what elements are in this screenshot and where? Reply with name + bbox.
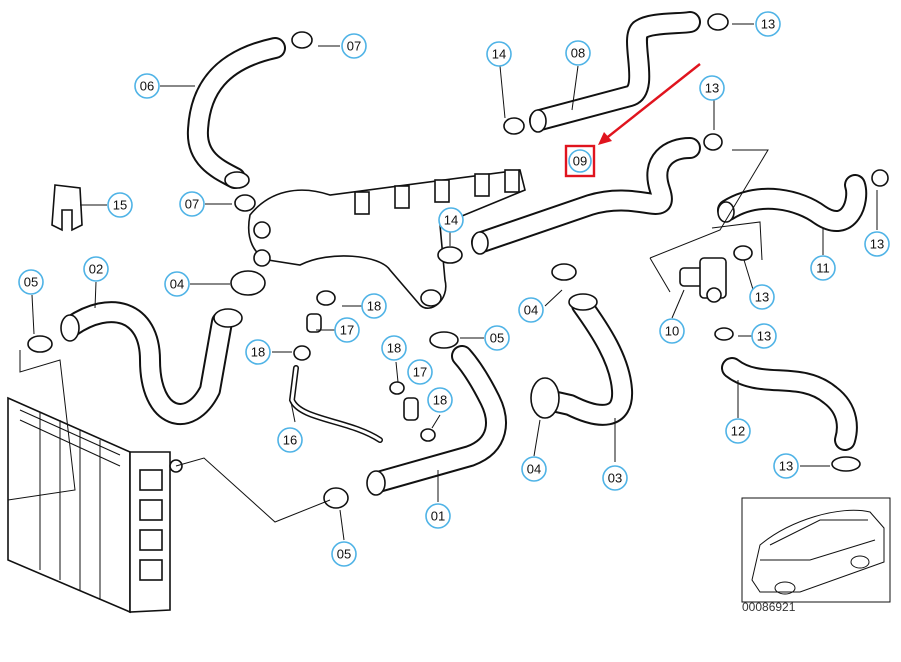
callout-13-upper: 13 [699, 75, 725, 101]
callout-16: 16 [277, 427, 303, 453]
svg-text:11: 11 [816, 261, 830, 276]
svg-text:04: 04 [170, 277, 184, 292]
svg-text:13: 13 [705, 81, 719, 96]
hose-11 [717, 174, 868, 232]
hose-16 [288, 365, 383, 443]
callout-18-left: 18 [245, 339, 271, 365]
callout-05-left: 05 [18, 269, 44, 295]
water-manifold [248, 169, 526, 309]
hose-01 [366, 345, 507, 496]
callout-06: 06 [134, 73, 160, 99]
callout-02: 02 [83, 256, 109, 282]
svg-text:14: 14 [492, 47, 506, 62]
callout-01: 01 [425, 503, 451, 529]
svg-text:12: 12 [731, 424, 745, 439]
svg-text:13: 13 [779, 459, 793, 474]
svg-text:17: 17 [413, 365, 427, 380]
callout-11: 11 [810, 255, 836, 281]
callout-15: 15 [107, 192, 133, 218]
callout-13-top: 13 [755, 11, 781, 37]
svg-text:13: 13 [870, 237, 884, 252]
svg-text:18: 18 [433, 393, 447, 408]
svg-text:05: 05 [24, 275, 38, 290]
svg-text:05: 05 [490, 331, 504, 346]
svg-text:13: 13 [755, 290, 769, 305]
svg-text:18: 18 [387, 341, 401, 356]
callout-12: 12 [725, 418, 751, 444]
svg-text:14: 14 [444, 213, 458, 228]
svg-text:03: 03 [608, 471, 622, 486]
hose-03 [530, 293, 634, 426]
svg-text:01: 01 [431, 509, 445, 524]
hose-12 [721, 357, 858, 451]
svg-text:15: 15 [113, 198, 127, 213]
svg-text:07: 07 [347, 39, 361, 54]
dashed-guides [7, 149, 769, 523]
svg-text:06: 06 [140, 79, 154, 94]
callout-07-left: 07 [179, 191, 205, 217]
callout-05-center: 05 [484, 325, 510, 351]
svg-text:17: 17 [340, 323, 354, 338]
svg-text:10: 10 [665, 324, 679, 339]
hose-08 [529, 11, 701, 133]
highlight-box [564, 144, 596, 178]
svg-text:13: 13 [761, 17, 775, 32]
svg-text:16: 16 [283, 433, 297, 448]
callout-17-right: 17 [407, 359, 433, 385]
callout-13-middle: 13 [749, 284, 775, 310]
callout-04-center: 04 [518, 297, 544, 323]
callout-04-bottom: 04 [521, 456, 547, 482]
svg-text:07: 07 [185, 197, 199, 212]
svg-text:04: 04 [527, 462, 541, 477]
callout-05-bottom: 05 [331, 541, 357, 567]
svg-text:02: 02 [89, 262, 103, 277]
callout-14-top: 14 [486, 41, 512, 67]
diagram-reference-code: 00086921 [742, 600, 796, 614]
callout-18-center: 18 [381, 335, 407, 361]
callout-14-middle: 14 [438, 207, 464, 233]
callout-07-top: 07 [341, 33, 367, 59]
leader-lines [31, 23, 878, 541]
highlight-arrow-head [598, 132, 612, 145]
vehicle-thumbnail [741, 497, 891, 603]
callout-13-bottom: 13 [773, 453, 799, 479]
callout-13-right: 13 [864, 231, 890, 257]
radiator [7, 396, 183, 614]
callout-03: 03 [602, 465, 628, 491]
svg-text:13: 13 [757, 329, 771, 344]
hose-06 [186, 37, 286, 189]
callout-08: 08 [565, 40, 591, 66]
callout-18-lower: 18 [427, 387, 453, 413]
svg-text:09: 09 [573, 154, 587, 169]
callout-18-top: 18 [361, 293, 387, 319]
callout-04-left: 04 [164, 271, 190, 297]
hose-02 [60, 301, 243, 425]
clamps [27, 13, 889, 509]
svg-text:04: 04 [524, 303, 538, 318]
svg-text:05: 05 [337, 547, 351, 562]
callout-13-lower: 13 [751, 323, 777, 349]
svg-text:08: 08 [571, 46, 585, 61]
highlight-marker [564, 63, 701, 178]
svg-text:18: 18 [367, 299, 381, 314]
thermostat-housing [679, 257, 727, 303]
highlight-arrow [603, 63, 701, 141]
callout-17-left: 17 [334, 317, 360, 343]
callout-09: 09 [568, 149, 592, 173]
hose-09 [471, 137, 701, 255]
svg-text:18: 18 [251, 345, 265, 360]
callout-10: 10 [659, 318, 685, 344]
